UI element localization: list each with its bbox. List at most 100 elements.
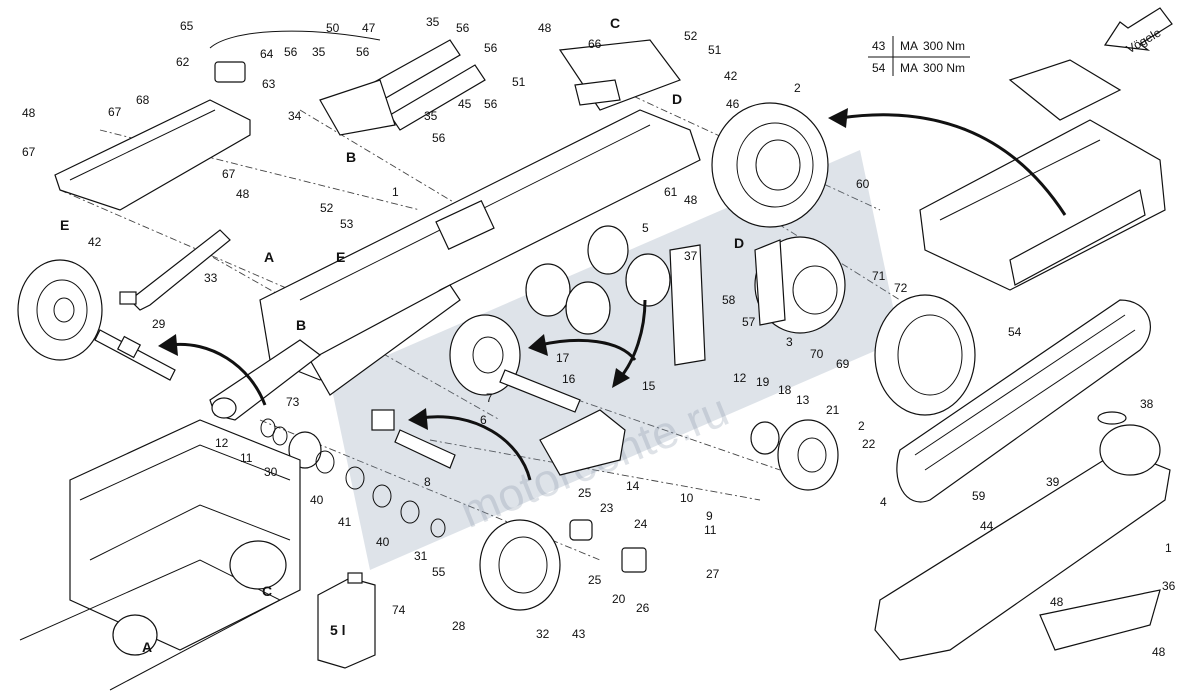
callout-23: 23 (600, 501, 614, 515)
sleeve-8 (371, 409, 395, 431)
callout-48: 48 (1152, 645, 1166, 659)
arm-33 (129, 229, 231, 311)
bracket-6 (539, 409, 626, 476)
sprocket-ring-2-lower (874, 294, 976, 416)
callout-8: 8 (424, 475, 431, 489)
torque-item-43: 43 (872, 39, 886, 53)
callout-52: 52 (684, 29, 698, 43)
callout-24: 24 (634, 517, 648, 531)
callout-37: 37 (684, 249, 698, 263)
paver-machine (919, 59, 1166, 291)
callout-48: 48 (1050, 595, 1064, 609)
callout-50: 50 (326, 21, 340, 35)
callout-10: 10 (680, 491, 694, 505)
callout-73: 73 (286, 395, 300, 409)
callout-40: 40 (310, 493, 324, 507)
callout-67: 67 (222, 167, 236, 181)
callout-12: 12 (733, 371, 747, 385)
reference-arrows (158, 108, 1067, 481)
callout-2: 2 (794, 81, 801, 95)
callout-48: 48 (22, 106, 36, 120)
callout-64: 64 (260, 47, 274, 61)
callout-63: 63 (262, 77, 276, 91)
callout-48: 48 (538, 21, 552, 35)
canister-label: 5 l (330, 622, 346, 638)
section-letter-b: B (346, 149, 356, 165)
callout-42: 42 (88, 235, 102, 249)
brand-arrow-tag: Vögele (1103, 7, 1173, 56)
callout-67: 67 (22, 145, 36, 159)
oil-canister-74: 5 l (317, 572, 376, 669)
callout-labels: 1122345678910111112121314151617181920212… (22, 15, 1176, 659)
callout-74: 74 (392, 603, 406, 617)
callout-56: 56 (456, 21, 470, 35)
sprocket-ring-2-upper (711, 102, 829, 228)
callout-13: 13 (796, 393, 810, 407)
section-letter-a: A (264, 249, 274, 265)
callout-68: 68 (136, 93, 150, 107)
section-letter-a: A (142, 639, 152, 655)
callout-30: 30 (264, 465, 278, 479)
section-letter-d: D (734, 235, 744, 251)
axle-29 (94, 329, 176, 381)
callout-66: 66 (588, 37, 602, 51)
callout-44: 44 (980, 519, 994, 533)
section-letters: A A B B C C D D E E (60, 15, 744, 655)
callout-19: 19 (756, 375, 770, 389)
roller-28 (479, 519, 561, 611)
callout-43: 43 (572, 627, 586, 641)
torque-value-54: 300 Nm (923, 61, 965, 75)
hub-13 (750, 421, 780, 455)
bushing-23 (569, 519, 593, 541)
section-letter-c: C (610, 15, 620, 31)
callout-34: 34 (288, 109, 302, 123)
callout-56: 56 (284, 45, 298, 59)
callout-56: 56 (432, 131, 446, 145)
callout-5: 5 (642, 221, 649, 235)
callout-32: 32 (536, 627, 550, 641)
connector-62-64 (209, 30, 381, 83)
front-idler-wheel (17, 259, 103, 361)
torque-symbol-54: MA (900, 61, 918, 75)
callout-60: 60 (856, 177, 870, 191)
section-letter-e: E (60, 217, 69, 233)
callout-12: 12 (215, 436, 229, 450)
callout-6: 6 (480, 413, 487, 427)
callout-55: 55 (432, 565, 446, 579)
callout-4: 4 (880, 495, 887, 509)
arm-33-mount (119, 291, 137, 305)
callout-53: 53 (340, 217, 354, 231)
callout-15: 15 (642, 379, 656, 393)
callout-56: 56 (484, 97, 498, 111)
callout-27: 27 (706, 567, 720, 581)
callout-61: 61 (664, 185, 678, 199)
callout-40: 40 (376, 535, 390, 549)
callout-38: 38 (1140, 397, 1154, 411)
callout-2: 2 (858, 419, 865, 433)
cover-68 (54, 99, 251, 211)
paver-chassis (19, 419, 301, 691)
callout-26: 26 (636, 601, 650, 615)
callout-35: 35 (312, 45, 326, 59)
callout-25: 25 (588, 573, 602, 587)
callout-70: 70 (810, 347, 824, 361)
callout-59: 59 (972, 489, 986, 503)
callout-58: 58 (722, 293, 736, 307)
block-20 (621, 547, 647, 573)
plate-37 (669, 244, 706, 366)
roller-carrier-5 (525, 225, 671, 335)
callout-52: 52 (320, 201, 334, 215)
callout-56: 56 (484, 41, 498, 55)
callout-35: 35 (424, 109, 438, 123)
torque-table: 43 MA 300 Nm 54 MA 300 Nm (868, 36, 970, 76)
callout-16: 16 (562, 372, 576, 386)
callout-46: 46 (726, 97, 740, 111)
callout-33: 33 (204, 271, 218, 285)
callout-1: 1 (1165, 541, 1172, 555)
callout-48: 48 (684, 193, 698, 207)
callout-69: 69 (836, 357, 850, 371)
bracket-34 (319, 79, 396, 136)
callout-20: 20 (612, 592, 626, 606)
